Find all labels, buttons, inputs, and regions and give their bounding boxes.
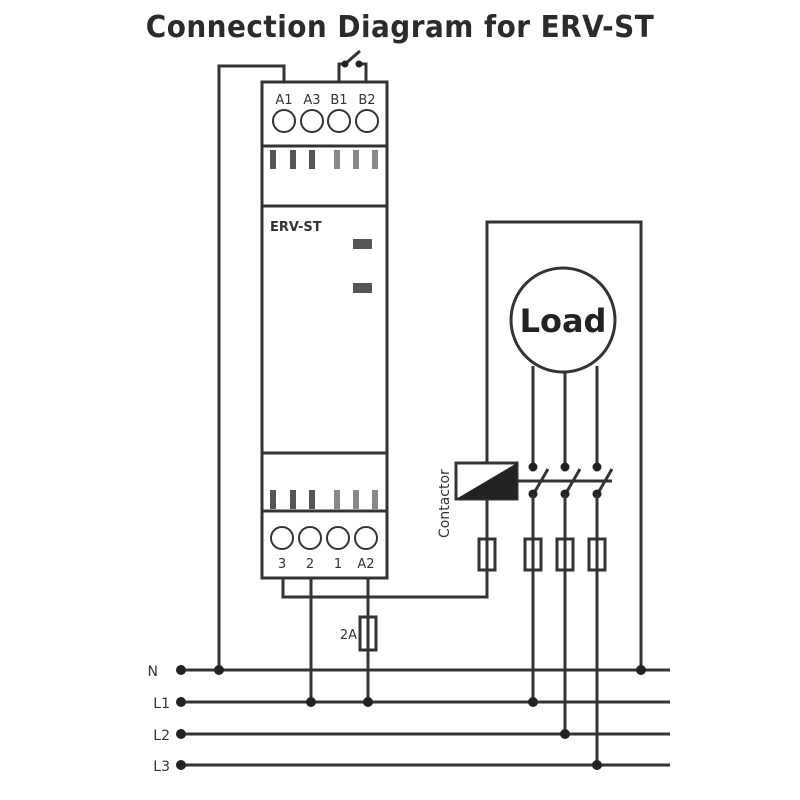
device-housing	[260, 80, 389, 580]
terminal-label-a3: A3	[303, 93, 320, 108]
diagram-title: Connection Diagram for ERV-ST	[145, 10, 655, 45]
wire-contactor-to-n	[485, 220, 643, 670]
screw-terminal-b1	[327, 109, 351, 133]
junction-dot	[363, 697, 373, 707]
terminal-dot-l2	[176, 729, 186, 739]
terminal-label-a1: A1	[275, 93, 292, 108]
terminal-label-b2: B2	[358, 93, 375, 108]
top-pins	[270, 150, 378, 169]
contactor-label: Contactor	[437, 469, 453, 538]
load-circle	[509, 266, 617, 374]
screw-terminal-b2	[355, 109, 379, 133]
phase-line-1	[523, 366, 550, 707]
screw-terminal-a2	[354, 526, 378, 550]
bus-label-l3: L3	[153, 759, 170, 775]
screw-terminal-2	[298, 526, 322, 550]
led-indicator	[353, 239, 372, 249]
wire-3-to-contactor	[281, 570, 489, 599]
wire-n-to-a1	[217, 64, 286, 670]
terminal-dot-n	[176, 665, 186, 675]
load-label: Load	[520, 302, 607, 340]
bus-lines: N L1 L2 L3	[148, 664, 670, 775]
screw-terminal-1	[326, 526, 350, 550]
bus-label-n: N	[148, 664, 158, 680]
phase-line-3	[587, 366, 614, 770]
terminal-dot-l3	[176, 760, 186, 770]
led-indicator	[353, 283, 372, 293]
terminal-label-3: 3	[278, 557, 286, 572]
bus-label-l2: L2	[153, 728, 170, 744]
phase-line-2	[555, 372, 582, 739]
contactor-coil	[454, 461, 612, 570]
fuse-label-2a: 2A	[340, 628, 357, 643]
terminal-label-2: 2	[306, 557, 314, 572]
device-name-label: ERV-ST	[270, 220, 322, 235]
erv-st-device: A1 A3 B1 B2 ERV-ST	[260, 80, 389, 580]
terminal-label-b1: B1	[330, 93, 347, 108]
screw-terminal-3	[270, 526, 294, 550]
bottom-pins	[270, 490, 378, 509]
terminal-label-a2: A2	[357, 557, 374, 572]
junction-dot	[306, 697, 316, 707]
terminal-label-1: 1	[334, 557, 342, 572]
switch-b1-b2	[337, 49, 368, 82]
terminal-dot-l1	[176, 697, 186, 707]
bus-label-l1: L1	[153, 696, 170, 712]
junction-dot	[636, 665, 646, 675]
screw-terminal-a1	[272, 109, 296, 133]
junction-dot	[214, 665, 224, 675]
screw-terminal-a3	[300, 109, 324, 133]
